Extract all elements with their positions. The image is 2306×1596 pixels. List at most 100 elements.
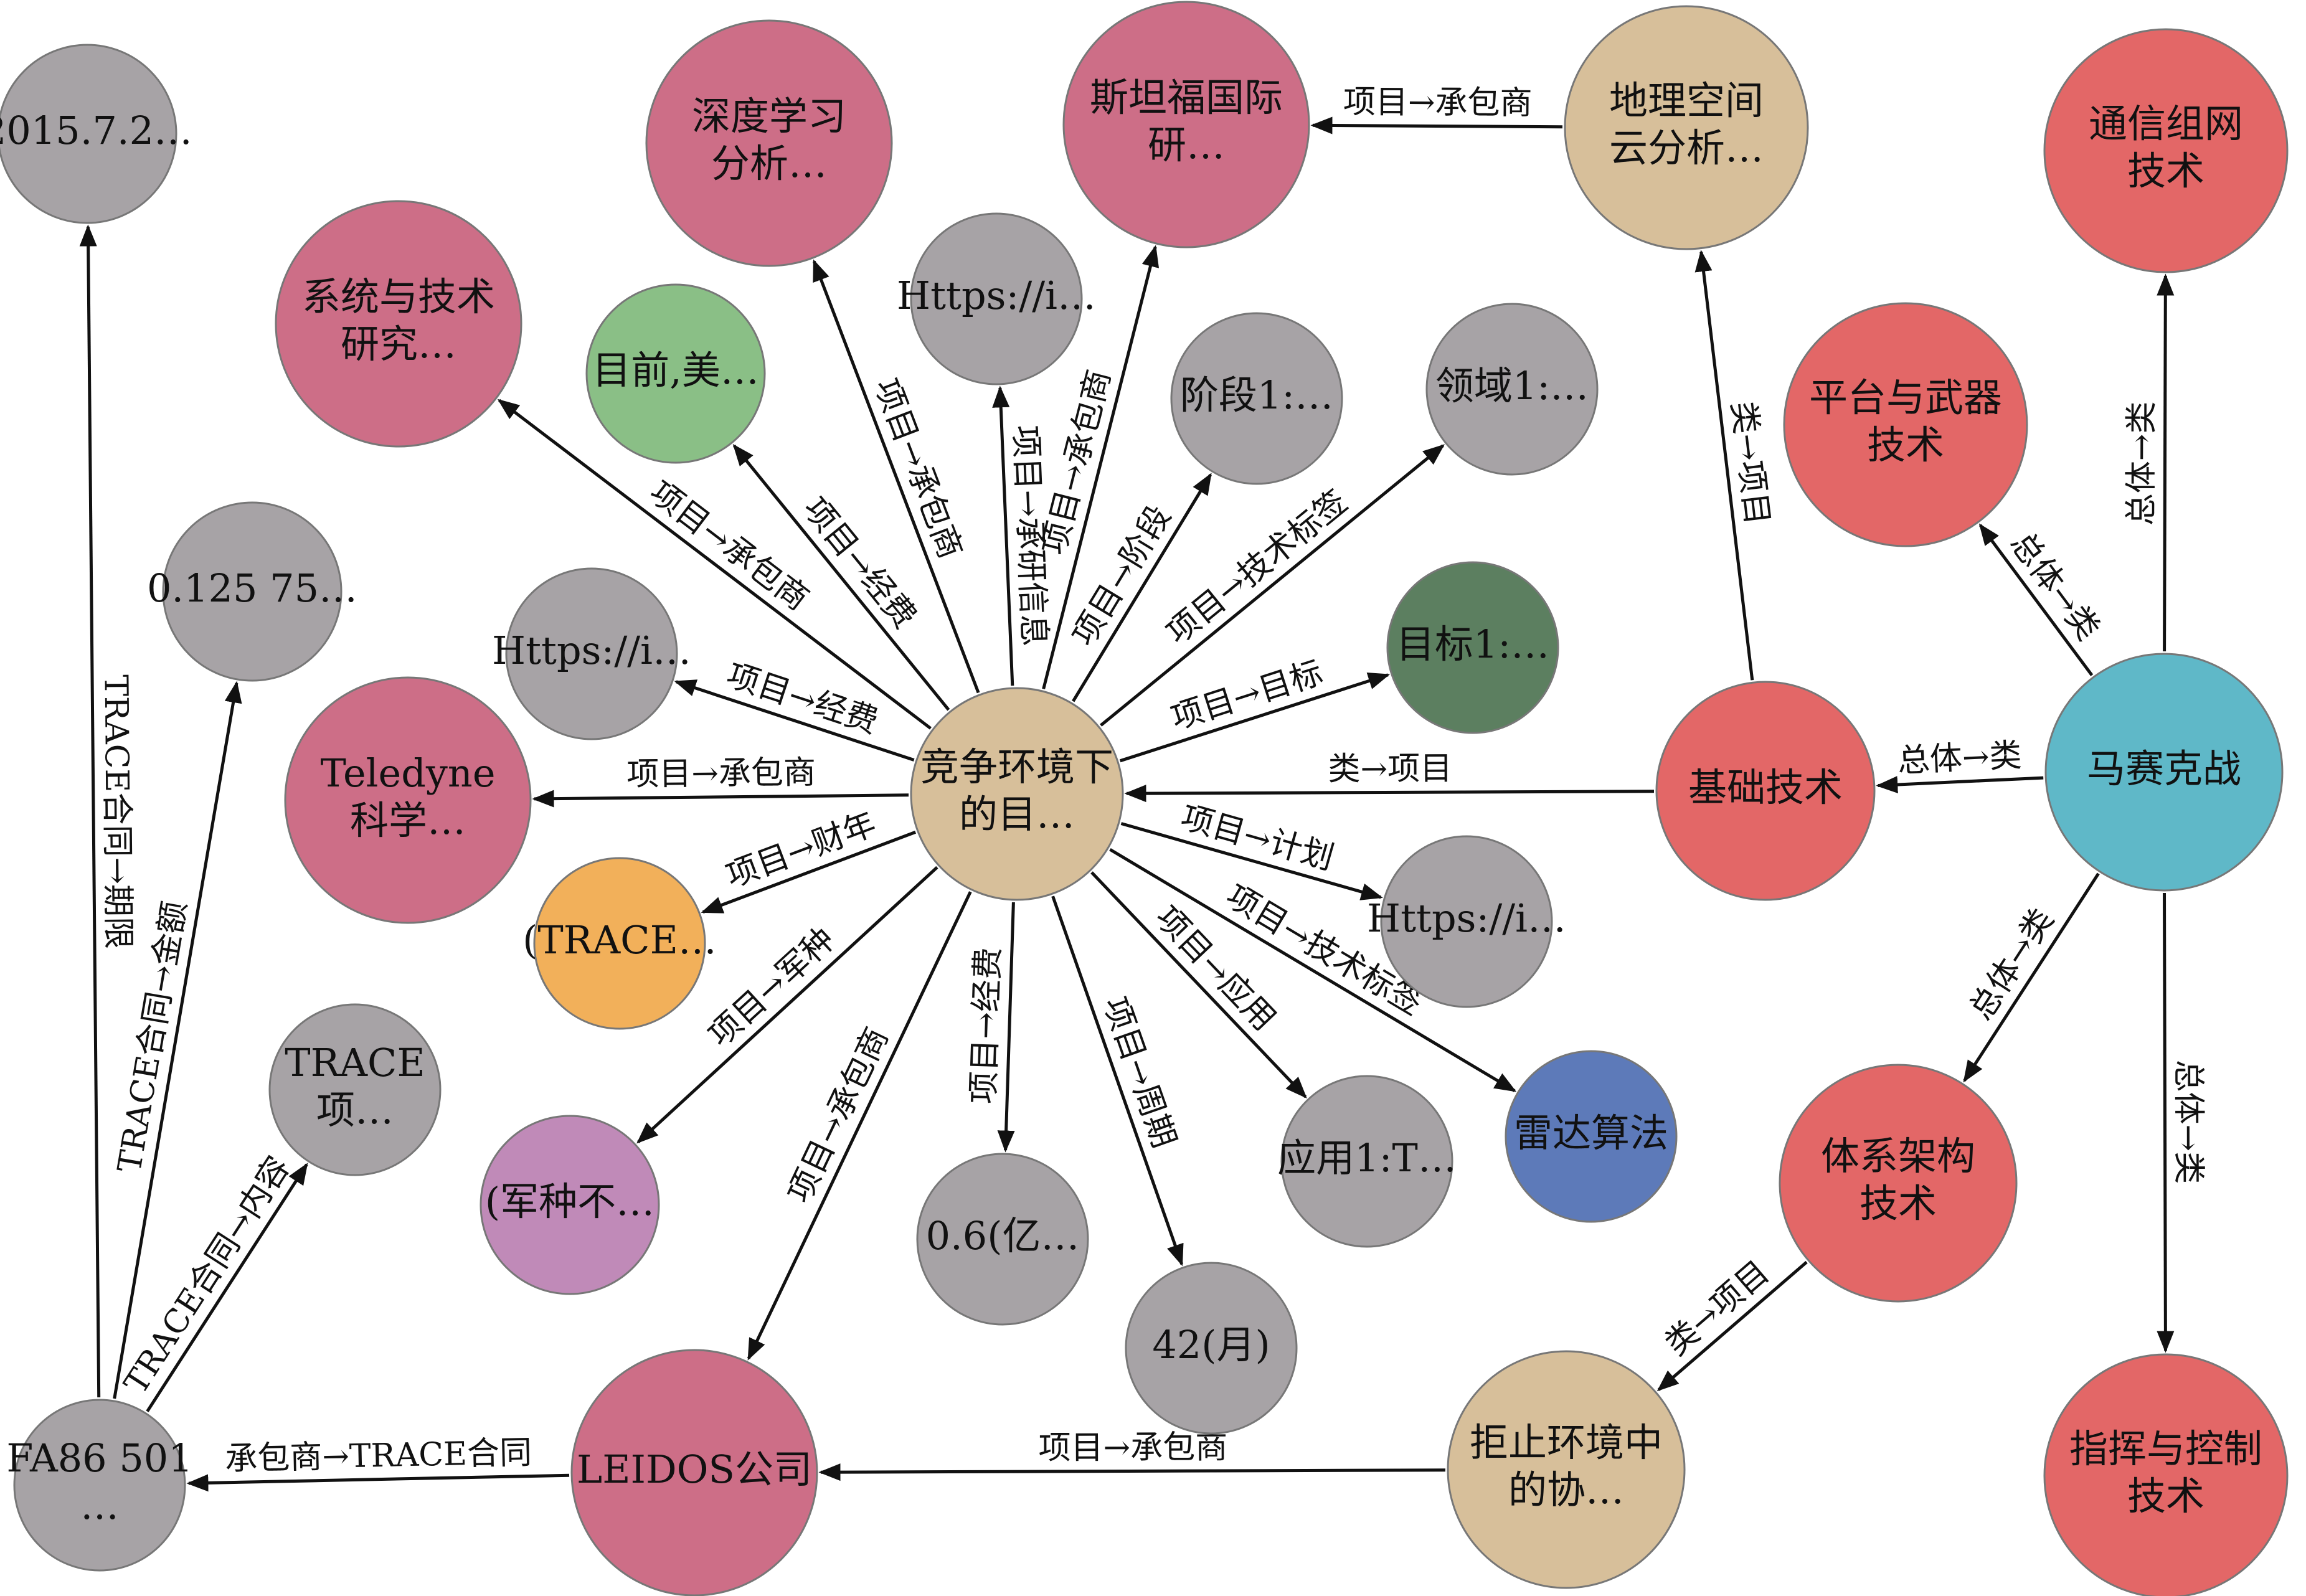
edge-center-https2: 项目→经费 [674, 656, 915, 762]
node-https3[interactable]: Https://i… [1367, 835, 1566, 1008]
node-deny[interactable]: 拒止环境中的协… [1447, 1350, 1686, 1589]
node-circle[interactable] [1125, 1262, 1298, 1435]
node-label: 平台与武器 [1809, 375, 2002, 420]
node-circle[interactable] [1386, 561, 1559, 734]
node-basic[interactable]: 基础技术 [1655, 681, 1876, 901]
node-label: 阶段1:… [1180, 372, 1333, 418]
node-domain[interactable]: 领域1:… [1425, 303, 1599, 476]
edge-line [997, 902, 1015, 1153]
node-sys[interactable]: 系统与技术研究… [275, 200, 522, 448]
edge-line [636, 866, 938, 1144]
node-app[interactable]: 应用1:T… [1277, 1075, 1457, 1248]
edge-basic-geo: 类→项目 [1694, 250, 1776, 681]
edge-line [1100, 444, 1445, 727]
node-https1[interactable]: Https://i… [897, 212, 1096, 385]
node-period[interactable]: 42(月) [1125, 1262, 1298, 1435]
node-circle[interactable] [570, 1349, 818, 1596]
node-circle[interactable] [1447, 1350, 1686, 1589]
edge-label: 项目→经费 [796, 491, 924, 636]
node-circle[interactable] [0, 44, 177, 224]
edge-line [1119, 673, 1391, 763]
node-circle[interactable] [1062, 1, 1310, 248]
node-circle[interactable] [1280, 1075, 1453, 1248]
node-https2[interactable]: Https://i… [492, 567, 691, 740]
node-mosaic[interactable]: 马赛克战 [2044, 653, 2284, 892]
edge-center-https1: 项目→承研信息 [992, 385, 1053, 686]
node-circle[interactable] [585, 283, 766, 464]
node-circle[interactable] [284, 676, 532, 924]
node-circle[interactable] [1783, 302, 2028, 547]
node-circle[interactable] [505, 567, 678, 740]
edge-line [747, 891, 972, 1361]
node-label: 研究… [341, 321, 456, 367]
node-budget[interactable]: 0.6(亿… [916, 1153, 1089, 1326]
edge-label: 项目→计划 [1177, 798, 1338, 877]
node-circle[interactable] [1779, 1064, 2018, 1303]
node-fa[interactable]: FA86 501… [6, 1399, 193, 1572]
node-label: 研… [1148, 122, 1225, 168]
node-radar[interactable]: 雷达算法 [1505, 1050, 1678, 1223]
node-circle[interactable] [162, 501, 343, 682]
node-trace_year[interactable]: (TRACE… [522, 857, 717, 1030]
edge-label: 承包商→TRACE合同 [225, 1434, 532, 1478]
node-circle[interactable] [480, 1115, 660, 1295]
edge-label: 总体→类 [2170, 1060, 2208, 1184]
node-stanford[interactable]: 斯坦福国际研… [1062, 1, 1310, 248]
edge-label: 项目→经费 [722, 656, 883, 741]
edge-label: 项目→目标 [1166, 654, 1327, 737]
node-teledyne[interactable]: Teledyne科学… [284, 676, 532, 924]
edge-label: 项目→阶段 [1066, 499, 1179, 653]
edge-line [1042, 245, 1160, 689]
node-circle[interactable] [1655, 681, 1876, 901]
edge-label: TRACE合同→期限 [97, 674, 137, 949]
node-tracec[interactable]: TRACE项… [268, 1003, 442, 1176]
node-circle[interactable] [1505, 1050, 1678, 1223]
edge-mosaic-platform: 总体→类 [1978, 523, 2107, 676]
node-deep[interactable]: 深度学习分析… [645, 19, 893, 267]
edge-line [1694, 250, 1754, 681]
node-circle[interactable] [916, 1153, 1089, 1326]
edge-geo-stanford: 项目→承包商 [1310, 83, 1563, 135]
node-circle[interactable] [275, 200, 522, 448]
node-circle[interactable] [910, 687, 1124, 901]
node-circle[interactable] [1425, 303, 1599, 476]
node-date[interactable]: 2015.7.2… [0, 44, 192, 224]
node-label: 雷达算法 [1514, 1110, 1668, 1156]
node-circle[interactable] [533, 857, 706, 1030]
node-geo[interactable]: 地理空间云分析… [1564, 5, 1809, 250]
edge-line [2157, 892, 2175, 1353]
node-label: 拒止环境中 [1470, 1420, 1663, 1465]
edge-label: 总体→类 [1897, 737, 2023, 780]
node-label: 系统与技术 [302, 274, 495, 319]
node-circle[interactable] [1380, 835, 1553, 1008]
node-label: 的协… [1508, 1467, 1624, 1513]
node-circle[interactable] [1564, 5, 1809, 250]
node-stage[interactable]: 阶段1:… [1170, 312, 1343, 485]
node-label: Https://i… [897, 273, 1096, 318]
edge-line [674, 679, 915, 762]
node-amount[interactable]: 0.125 75… [147, 501, 357, 682]
node-circle[interactable] [2044, 653, 2284, 892]
node-service[interactable]: (军种不… [480, 1115, 660, 1295]
node-circle[interactable] [910, 212, 1083, 385]
node-label: 马赛克战 [2087, 746, 2241, 791]
edge-line [1051, 895, 1184, 1267]
node-label: 云分析… [1609, 125, 1764, 171]
node-circle[interactable] [2043, 28, 2289, 273]
node-label: 基础技术 [1688, 765, 1843, 810]
node-circle[interactable] [2043, 1353, 2289, 1596]
node-current[interactable]: 目前,美… [585, 283, 766, 464]
node-circle[interactable] [268, 1003, 442, 1176]
node-circle[interactable] [1170, 312, 1343, 485]
node-label: 0.125 75… [147, 565, 357, 611]
node-center[interactable]: 竞争环境下的目… [910, 687, 1124, 901]
node-label: 领域1:… [1435, 363, 1589, 408]
node-leidos[interactable]: LEIDOS公司 [570, 1349, 818, 1596]
node-circle[interactable] [645, 19, 893, 267]
node-goal[interactable]: 目标1:… [1386, 561, 1559, 734]
node-circle[interactable] [13, 1399, 186, 1572]
